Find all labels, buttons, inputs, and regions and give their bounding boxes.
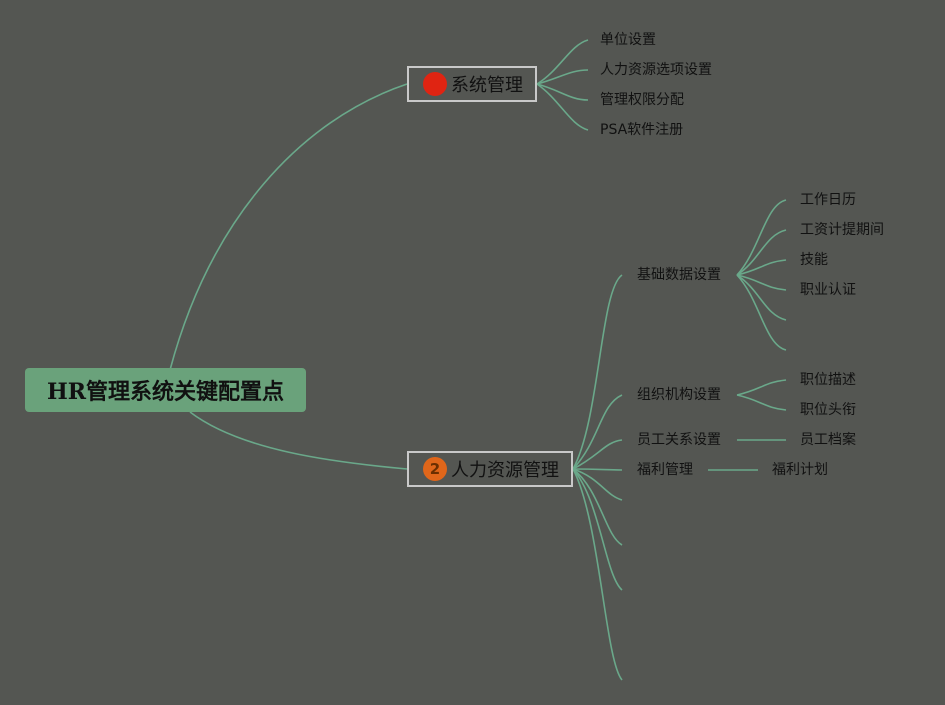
node-hr-options-settings[interactable]: 人力资源选项设置	[600, 62, 712, 78]
connector-system-to-psa	[536, 83, 589, 131]
connector-root-to-hr	[189, 411, 408, 470]
connector-basic-data-to-certification	[736, 274, 787, 291]
branch-node-system-management[interactable]: 系统管理	[407, 66, 537, 102]
connector-basic-data-empty-2	[736, 274, 787, 351]
branch-node-label: 人力资源管理	[451, 460, 559, 481]
branch-node-label: 系统管理	[451, 75, 523, 96]
node-permission-allocation[interactable]: 管理权限分配	[600, 92, 684, 108]
connector-basic-data-empty-1	[736, 274, 787, 321]
node-basic-data-settings[interactable]: 基础数据设置	[637, 267, 721, 283]
connector-root-to-system	[169, 83, 408, 371]
priority-1-badge-icon	[423, 72, 447, 96]
connector-hr-empty-1	[572, 468, 623, 501]
connector-hr-to-employee-relations	[572, 439, 623, 470]
connector-org-to-job-title	[736, 394, 787, 411]
node-job-description[interactable]: 职位描述	[800, 372, 856, 388]
connector-system-to-unit	[536, 39, 589, 85]
node-benefit-plan[interactable]: 福利计划	[772, 462, 828, 478]
node-employee-profile[interactable]: 员工档案	[800, 432, 856, 448]
root-node[interactable]: HR管理系统关键配置点	[25, 368, 306, 412]
node-job-title[interactable]: 职位头衔	[800, 402, 856, 418]
node-work-calendar[interactable]: 工作日历	[800, 192, 856, 208]
connector-hr-empty-3	[572, 468, 623, 591]
node-professional-certification[interactable]: 职业认证	[800, 282, 856, 298]
connector-org-to-job-desc	[736, 379, 787, 396]
priority-2-badge-icon: 2	[423, 457, 447, 481]
connector-hr-to-basic-data	[572, 274, 623, 470]
node-benefits-management[interactable]: 福利管理	[637, 462, 693, 478]
connector-basic-data-to-calendar	[736, 199, 787, 276]
node-org-structure-settings[interactable]: 组织机构设置	[637, 387, 721, 403]
node-unit-settings[interactable]: 单位设置	[600, 32, 656, 48]
node-skills[interactable]: 技能	[800, 252, 828, 268]
root-node-label: HR管理系统关键配置点	[46, 379, 285, 405]
connector-hr-to-benefits	[572, 468, 623, 471]
connector-system-to-hr-options	[536, 69, 589, 85]
node-employee-relations-settings[interactable]: 员工关系设置	[637, 432, 721, 448]
connector-hr-to-org	[572, 394, 623, 470]
connector-hr-empty-2	[572, 468, 623, 546]
connector-basic-data-to-payroll-period	[736, 229, 787, 276]
connector-system-to-permissions	[536, 83, 589, 101]
node-psa-registration[interactable]: PSA软件注册	[600, 122, 684, 138]
connector-hr-empty-4	[572, 468, 623, 681]
connector-basic-data-to-skills	[736, 259, 787, 276]
node-payroll-accrual-period[interactable]: 工资计提期间	[800, 222, 884, 238]
branch-node-hr-management[interactable]: 2 人力资源管理	[407, 451, 573, 487]
